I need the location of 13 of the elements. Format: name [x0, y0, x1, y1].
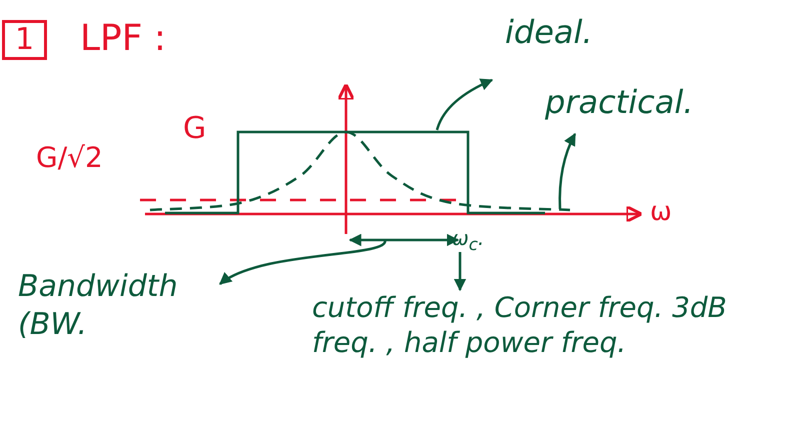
arrow — [436, 78, 494, 130]
arrow — [218, 240, 386, 286]
annotation-text: practical. — [545, 82, 745, 122]
annotation-text: cutoff freq. , Corner freq. 3dB freq. , half power freq. — [312, 290, 782, 360]
gain-label: G — [183, 110, 206, 148]
annotation-text: Bandwidth (BW. — [18, 268, 218, 343]
annotation-text: ideal. — [505, 12, 625, 52]
arrow — [558, 132, 576, 210]
arrow — [454, 252, 466, 292]
omega-axis-label: ω — [650, 196, 672, 228]
title: LPF : — [80, 17, 166, 61]
section-number: 1 — [2, 20, 48, 60]
half-power-gain-label: G/√2 — [36, 140, 103, 175]
